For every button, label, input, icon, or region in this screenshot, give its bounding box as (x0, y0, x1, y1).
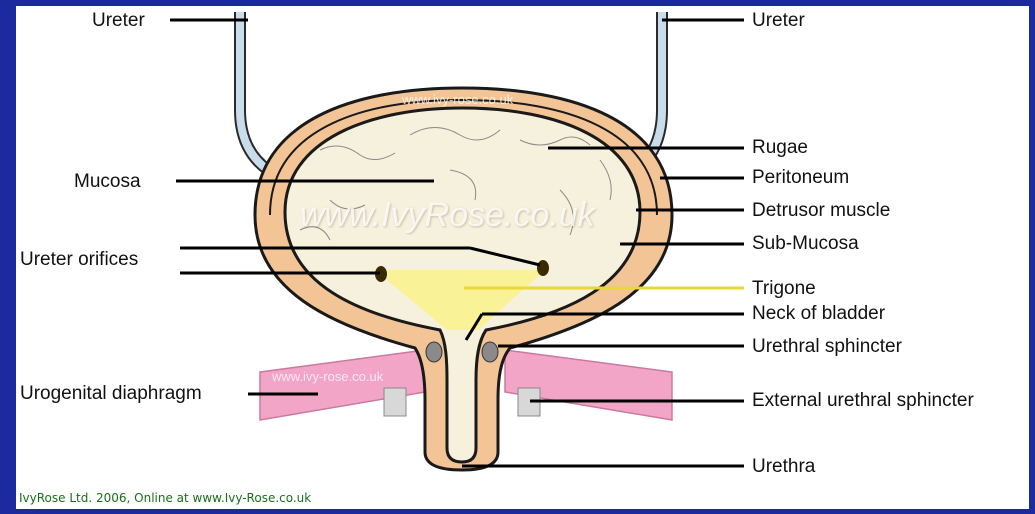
watermark-diaphragm: www.ivy-rose.co.uk (272, 369, 383, 384)
label-detrusor-muscle: Detrusor muscle (752, 200, 890, 222)
label-sub-mucosa: Sub-Mucosa (752, 233, 859, 255)
label-ureter-left: Ureter (92, 10, 145, 32)
label-rugae: Rugae (752, 137, 808, 159)
label-mucosa: Mucosa (74, 171, 141, 193)
label-urethra: Urethra (752, 456, 815, 478)
watermark-top: www.ivy-rose.co.uk (402, 92, 513, 107)
ureter-orifice-right (537, 260, 549, 276)
label-external-urethral-sphincter: External urethral sphincter (752, 390, 974, 412)
label-ureter-right: Ureter (752, 10, 805, 32)
copyright-footer: IvyRose Ltd. 2006, Online at www.Ivy-Ros… (19, 491, 311, 505)
label-neck-of-bladder: Neck of bladder (752, 303, 885, 325)
label-ureter-orifices: Ureter orifices (20, 249, 138, 271)
label-peritoneum: Peritoneum (752, 167, 849, 189)
label-trigone: Trigone (752, 278, 816, 300)
label-urogenital-diaphragm: Urogenital diaphragm (20, 383, 202, 405)
label-urethral-sphincter: Urethral sphincter (752, 336, 902, 358)
watermark-center: www.IvyRose.co.uk (300, 196, 595, 235)
